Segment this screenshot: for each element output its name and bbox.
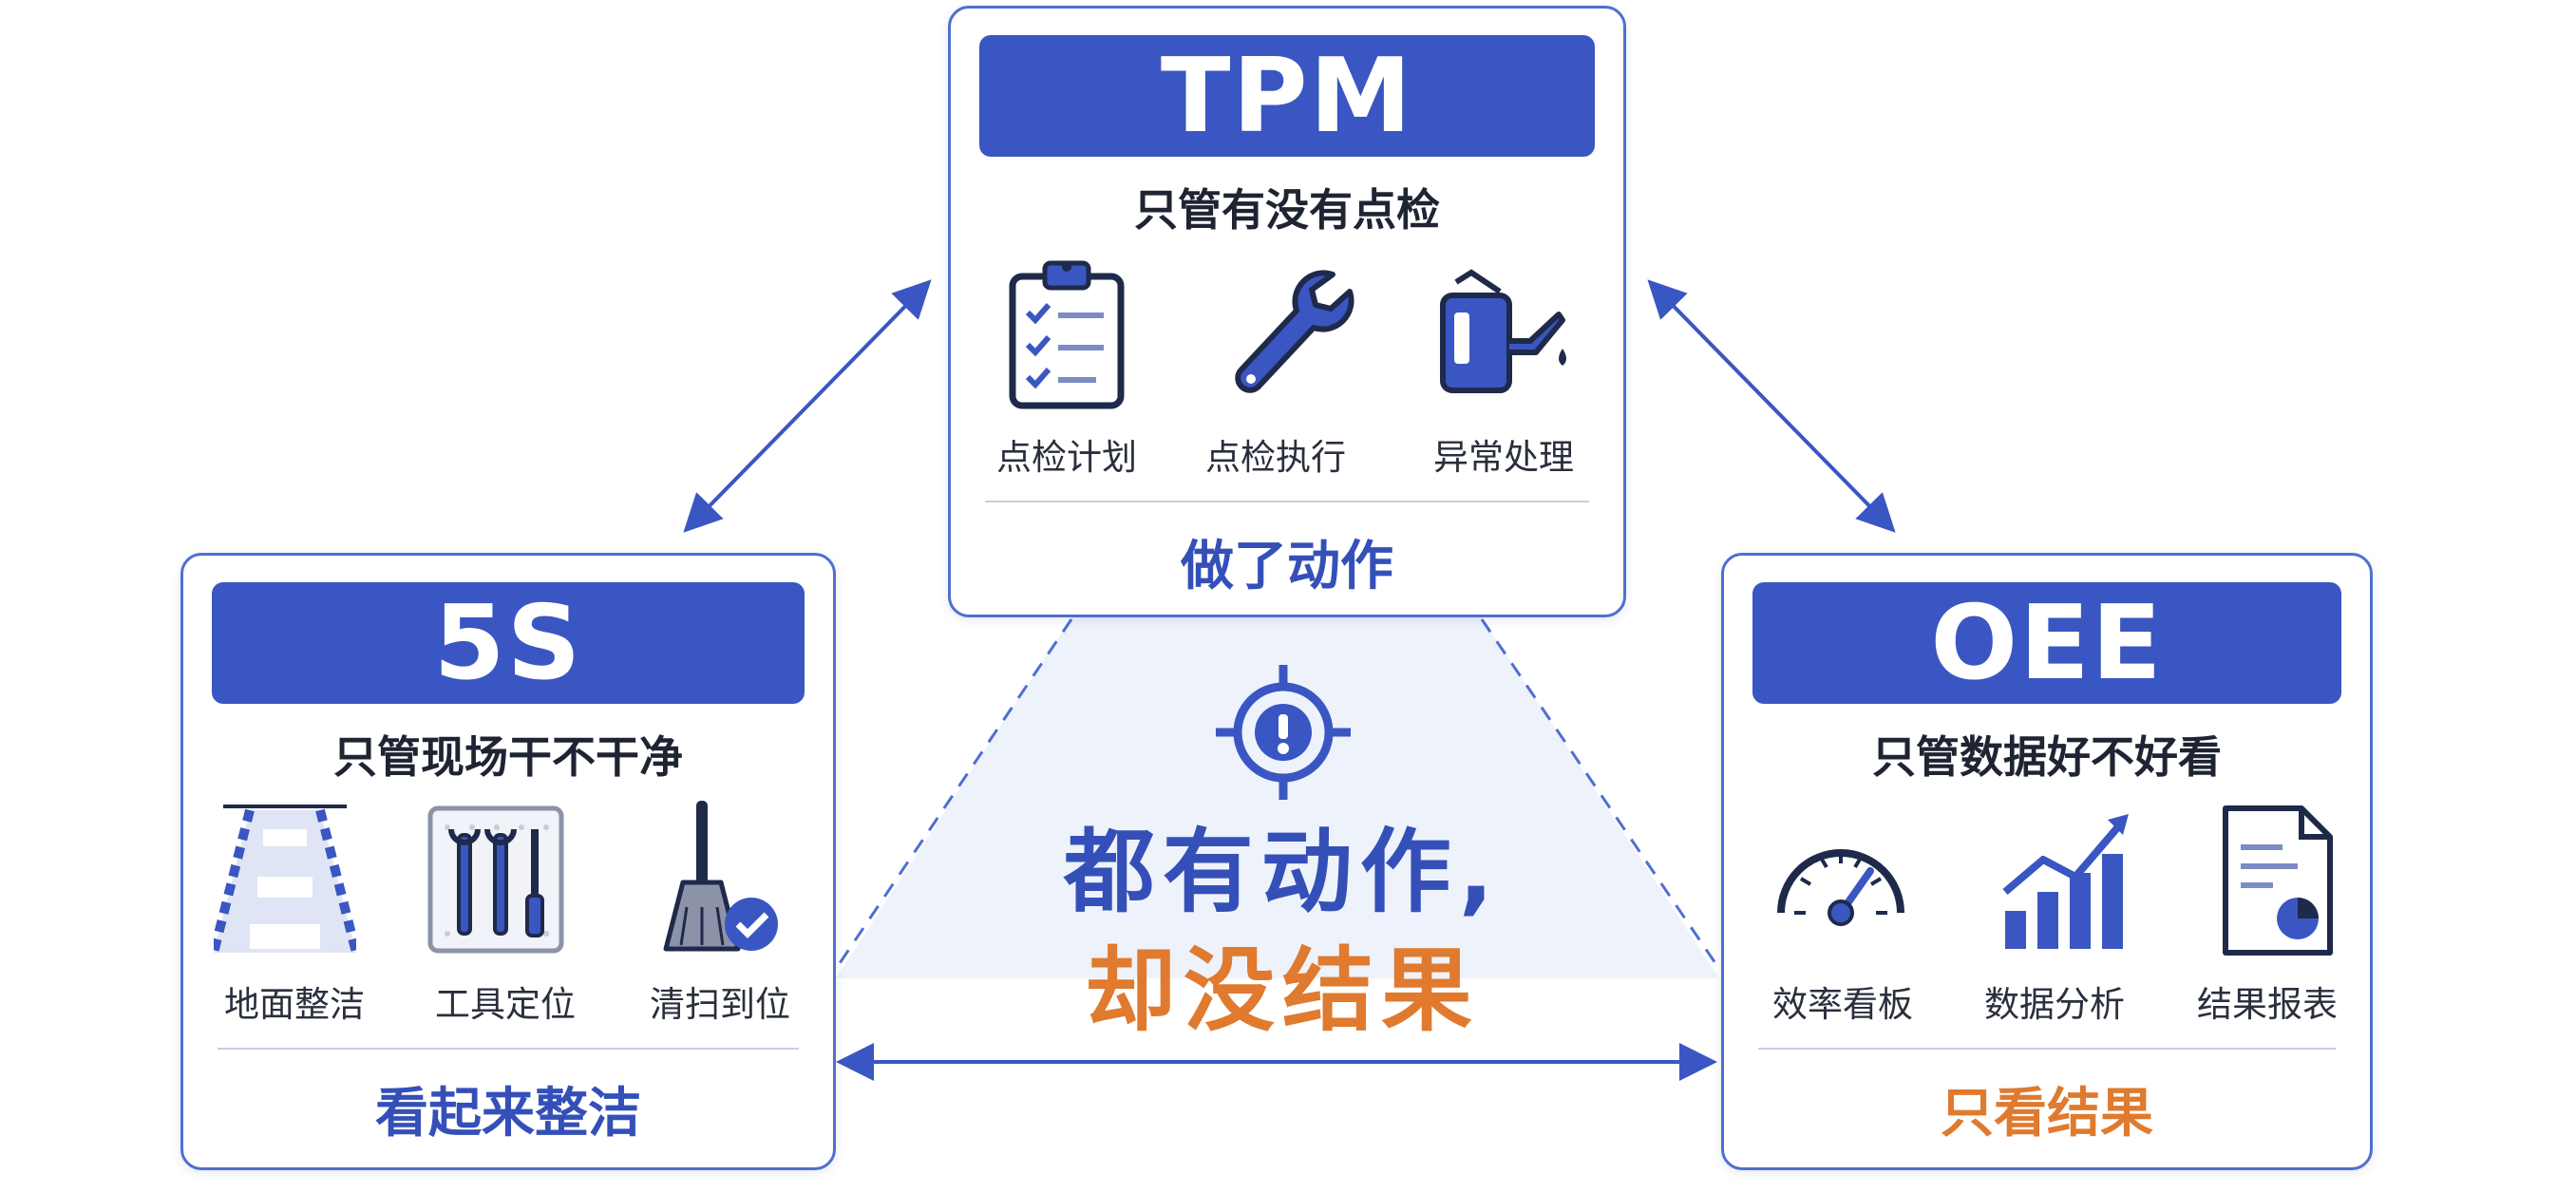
tpm-item-label-1: 点检计划 <box>996 437 1137 478</box>
tool-board-icon <box>427 805 564 954</box>
oee-item-label-2: 数据分析 <box>1984 984 2125 1025</box>
five-s-title: 5S <box>212 582 805 704</box>
center-conclusion: 却没结果 <box>1085 937 1480 1044</box>
tpm-title: TPM <box>979 35 1595 157</box>
center-headline: 都有动作, <box>1063 819 1502 925</box>
tpm-subtitle: 只管有没有点检 <box>1134 184 1440 236</box>
arrow-tpm-5s <box>683 279 932 533</box>
oee-footer: 只看结果 <box>1941 1083 2153 1145</box>
floor-lane-icon <box>214 805 356 955</box>
five-s-item-label-1: 地面整洁 <box>224 984 365 1025</box>
five-s-footer: 看起来整洁 <box>375 1083 641 1145</box>
clipboard-checklist-icon <box>1009 260 1125 409</box>
oil-can-icon <box>1440 269 1566 393</box>
gauge-icon <box>1777 849 1904 926</box>
oee-divider <box>1758 1048 2336 1050</box>
oee-item-label-1: 效率看板 <box>1772 984 1913 1025</box>
five-s-item-label-3: 清扫到位 <box>650 984 790 1025</box>
bar-chart-trend-icon <box>2002 814 2129 949</box>
broom-check-icon <box>663 801 778 952</box>
dashed-right-line <box>1480 618 1721 970</box>
tpm-item-label-3: 异常处理 <box>1433 437 1574 478</box>
tpm-footer: 做了动作 <box>1181 536 1393 597</box>
target-alert-icon <box>1216 665 1351 800</box>
arrow-tpm-oee <box>1647 279 1896 533</box>
five-s-item-label-2: 工具定位 <box>435 984 576 1025</box>
five-s-divider <box>218 1048 799 1050</box>
dashed-left-line <box>834 618 1073 970</box>
tpm-card: TPM 只管有没有点检 点检计划 点检执行 异常处理 做了动作 <box>948 6 1626 617</box>
oee-title: OEE <box>1752 582 2341 704</box>
oee-card: OEE 只管数据好不好看 效率看板 数据分析 结果报表 <box>1721 553 2373 1170</box>
tpm-item-label-2: 点检执行 <box>1205 437 1346 478</box>
five-s-subtitle: 只管现场干不干净 <box>333 731 683 783</box>
five-s-card: 5S 只管现场干不干净 地面整洁 工具定位 清扫到位 看起来整洁 <box>180 553 836 1170</box>
oee-subtitle: 只管数据好不好看 <box>1872 731 2222 783</box>
tpm-divider <box>985 501 1589 502</box>
report-document-icon <box>2223 805 2333 956</box>
wrench-icon <box>1235 270 1354 393</box>
oee-item-label-3: 结果报表 <box>2197 984 2338 1025</box>
triangle-area <box>836 617 1719 978</box>
